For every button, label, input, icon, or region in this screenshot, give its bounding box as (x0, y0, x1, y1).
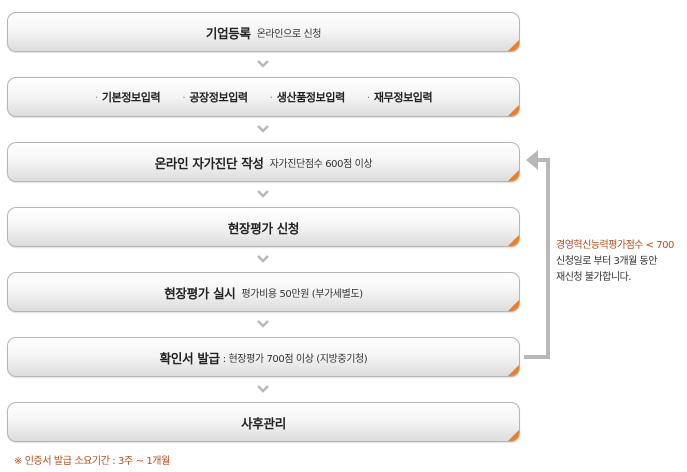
corner-accent (507, 364, 519, 376)
corner-accent (507, 104, 519, 116)
chevron-down-icon (257, 60, 269, 68)
corner-accent (507, 429, 519, 441)
loop-note-line3: 재신청 불가합니다. (556, 272, 631, 283)
loop-note: 경영혁신능력평가점수 < 700 신청일로 부터 3개월 동안 재신청 불가합니… (556, 238, 684, 286)
issuance-period-note: ※ 인증서 발급 소요기간 : 3주 ~ 1개월 (14, 456, 170, 467)
chevron-down-icon (257, 125, 269, 133)
info-item-finance: ·재무정보입력 (366, 91, 433, 104)
step-title: 확인서 발급 (159, 350, 220, 366)
step-onsite-evaluation: 현장평가 실시 평가비용 50만원 (부가세별도) (7, 272, 520, 312)
info-item-factory: ·공장정보입력 (182, 91, 248, 104)
info-item-product: ·생산품정보입력 (269, 91, 346, 104)
info-items: ·기본정보입력 ·공장정보입력 ·생산품정보입력 ·재무정보입력 (94, 89, 433, 105)
info-item-basic: ·기본정보입력 (94, 91, 161, 104)
step-title: 현장평가 신청 (227, 220, 300, 236)
chevron-down-icon (257, 190, 269, 198)
step-subtitle: 자가진단점수 600점 이상 (269, 158, 373, 170)
corner-accent (507, 169, 519, 181)
corner-accent (507, 39, 519, 51)
step-title: 기업등록 (205, 25, 251, 41)
chevron-down-icon (257, 255, 269, 263)
step-title: 온라인 자가진단 작성 (154, 155, 264, 171)
chevron-down-icon (257, 385, 269, 393)
step-onsite-application: 현장평가 신청 (7, 207, 520, 247)
loop-note-condition: 경영혁신능력평가점수 < 700 (556, 240, 674, 251)
step-follow-up: 사후관리 (7, 402, 520, 442)
step-company-registration: 기업등록 온라인으로 신청 (7, 12, 520, 52)
step-self-diagnosis: 온라인 자가진단 작성 자가진단점수 600점 이상 (7, 142, 520, 182)
corner-accent (507, 234, 519, 246)
step-subtitle: 온라인으로 신청 (256, 28, 322, 40)
step-info-input: ·기본정보입력 ·공장정보입력 ·생산품정보입력 ·재무정보입력 (7, 77, 520, 117)
step-subtitle: : 현장평가 700점 이상 (지방중기청) (222, 353, 368, 365)
step-title: 현장평가 실시 (164, 285, 236, 301)
corner-accent (507, 299, 519, 311)
step-certificate-issue: 확인서 발급 : 현장평가 700점 이상 (지방중기청) (7, 337, 520, 377)
step-subtitle: 평가비용 50만원 (부가세별도) (241, 288, 363, 300)
chevron-down-icon (257, 320, 269, 328)
feedback-loop-arrow (524, 150, 550, 359)
step-title: 사후관리 (241, 415, 286, 431)
loop-note-line2: 신청일로 부터 3개월 동안 (556, 256, 657, 267)
